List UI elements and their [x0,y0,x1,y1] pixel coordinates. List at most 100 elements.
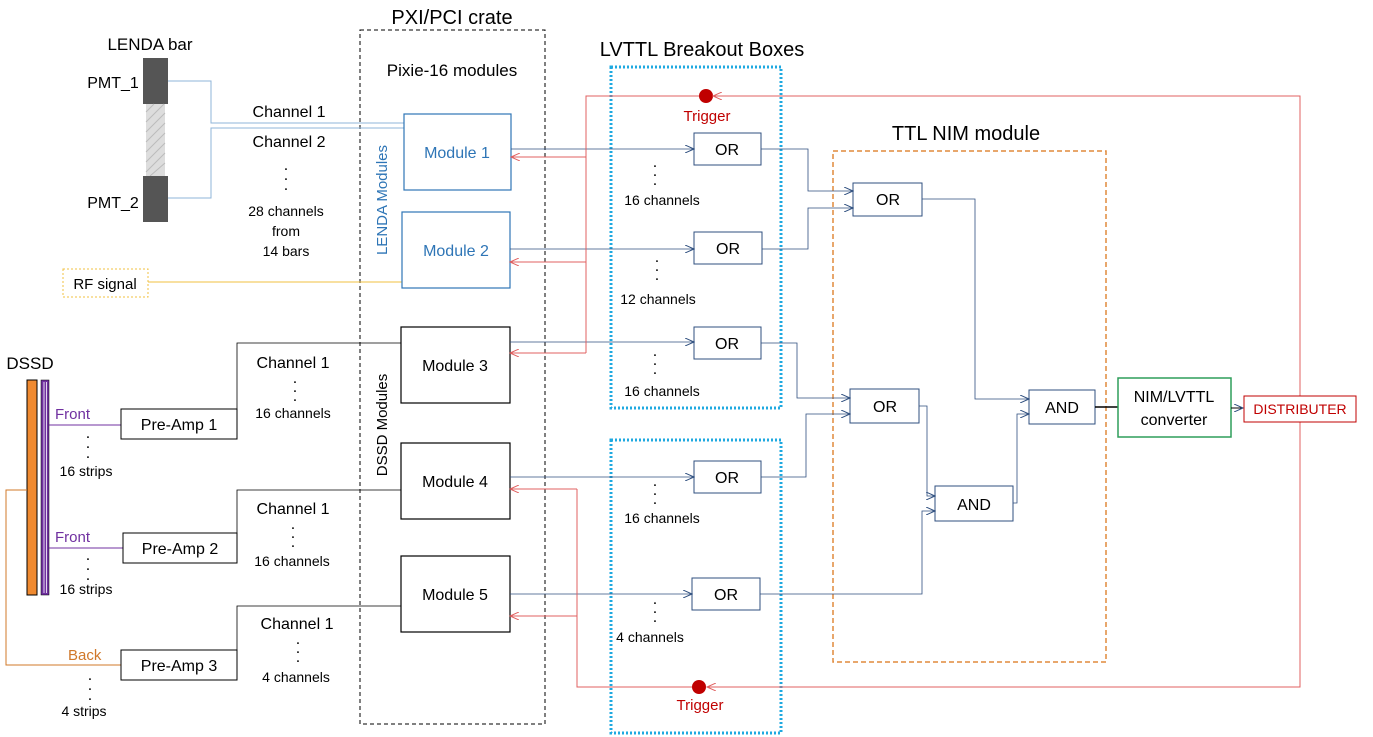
distributer-box [1243,395,1357,423]
preamp-1-wire [236,342,401,424]
front-label-2: Front [55,529,91,546]
pxi-crate-box [359,29,546,725]
pmt1-label: PMT_1 [87,75,139,92]
preamp-channel-1c: Channel 1 [261,616,334,633]
crate-title: PXI/PCI crate [391,7,512,29]
dot: . [653,491,657,508]
wire-nimor-andfinal [922,198,1029,399]
preamp-dot: . [291,516,295,533]
breakout-or-1-label: OR [715,142,739,159]
strip-dot: . [86,425,90,442]
preamp-channels-3: 4 channels [262,669,330,685]
strip-dot: . [86,435,90,452]
wire-or5-and [760,511,935,595]
nim-title: TTL NIM module [892,123,1040,145]
preamp-3-label: Pre-Amp 3 [141,658,218,675]
dssd-modules-label: DSSD Modules [374,374,391,477]
lenda-dot: . [284,167,288,184]
converter-box [1117,377,1232,438]
distributer-label: DISTRIBUTER [1253,401,1346,417]
strips-label-2: 16 strips [60,581,113,597]
trigger-dot-top [699,89,713,103]
breakout-channels-3: 16 channels [624,383,700,399]
converter-line2: converter [1141,412,1208,429]
dot: . [653,154,657,171]
breakout-channels-2: 12 channels [620,291,696,307]
rf-signal-label: RF signal [73,276,136,293]
dot: . [655,249,659,266]
breakout-dots-1: . . . [653,154,657,189]
strip-dot: . [88,687,92,704]
lenda-channels-line3: 14 bars [263,243,310,259]
preamp-dot: . [296,640,300,657]
dot: . [653,609,657,626]
strip-dot: . [86,547,90,564]
dot: . [653,591,657,608]
trigger-label-top: Trigger [684,108,731,125]
module-5-label: Module 5 [422,587,488,604]
module-3-box [400,326,511,404]
breakout-box-bottom [609,438,783,735]
breakout-box-top [609,65,783,410]
back-wire [5,489,121,666]
nim-and-final [1028,389,1096,425]
wire-or2-nimor [762,208,853,250]
trigger-bus-bottom [707,409,1301,687]
strip-dot: . [86,557,90,574]
lenda-bar-title: LENDA bar [107,35,192,54]
dot: . [653,352,657,369]
breakout-or-3-label: OR [715,336,739,353]
module-2-label: Module 2 [423,243,489,260]
strip-dot: . [86,445,90,462]
preamp-dot: . [291,525,295,542]
back-label: Back [68,647,102,664]
dssd-orange-strip [26,379,38,596]
module-3-label: Module 3 [422,358,488,375]
pixie-title: Pixie-16 modules [387,61,517,80]
dot: . [653,361,657,378]
dot: . [653,172,657,189]
preamp-1-label: Pre-Amp 1 [141,417,218,434]
strips-label-1: 16 strips [60,463,113,479]
dot: . [653,163,657,180]
preamp-channels-2: 16 channels [254,553,330,569]
breakout-dots-3: . . . [653,343,657,378]
dot: . [655,258,659,275]
pmt2-label: PMT_2 [87,195,139,212]
trigger-dot-bottom [692,680,706,694]
lenda-bar-hatch [145,103,166,177]
breakout-channels-4: 16 channels [624,510,700,526]
front-label-1: Front [55,406,91,423]
nim-or-top [852,182,923,217]
nim-or-middle-label: OR [873,399,897,416]
lenda-channel-2: Channel 2 [253,134,326,151]
preamp-channel-1a: Channel 1 [257,355,330,372]
preamp-3-wire [236,605,401,665]
preamp-dot: . [296,649,300,666]
breakout-or-2-label: OR [716,241,740,258]
dot: . [653,600,657,617]
strip-dot: . [88,677,92,694]
nim-and-lower [934,485,1014,522]
strips-label-3: 4 strips [61,703,106,719]
trigger-label-bottom: Trigger [677,697,724,714]
lenda-channels-line2: from [272,223,300,239]
preamp-2-box [122,532,238,564]
breakout-dots-5: . . . [653,591,657,626]
breakout-title: LVTTL Breakout Boxes [600,39,805,61]
breakout-or-5-label: OR [714,587,738,604]
module-4-box [400,442,511,520]
preamp-dot: . [293,388,297,405]
preamp-dot: . [296,631,300,648]
strip-dot: . [88,667,92,684]
pmt2-block [143,176,168,222]
lenda-dot: . [284,157,288,174]
nim-and-final-label: AND [1045,400,1079,417]
wire-and-andfinal [1013,414,1029,504]
lenda-modules-label: LENDA Modules [374,145,391,255]
wire-or3-nimor2 [761,342,850,398]
lenda-wire-2 [168,127,404,199]
dot: . [653,343,657,360]
dssd-purple-strip [40,379,50,596]
trigger-bottom-drop [576,489,692,688]
